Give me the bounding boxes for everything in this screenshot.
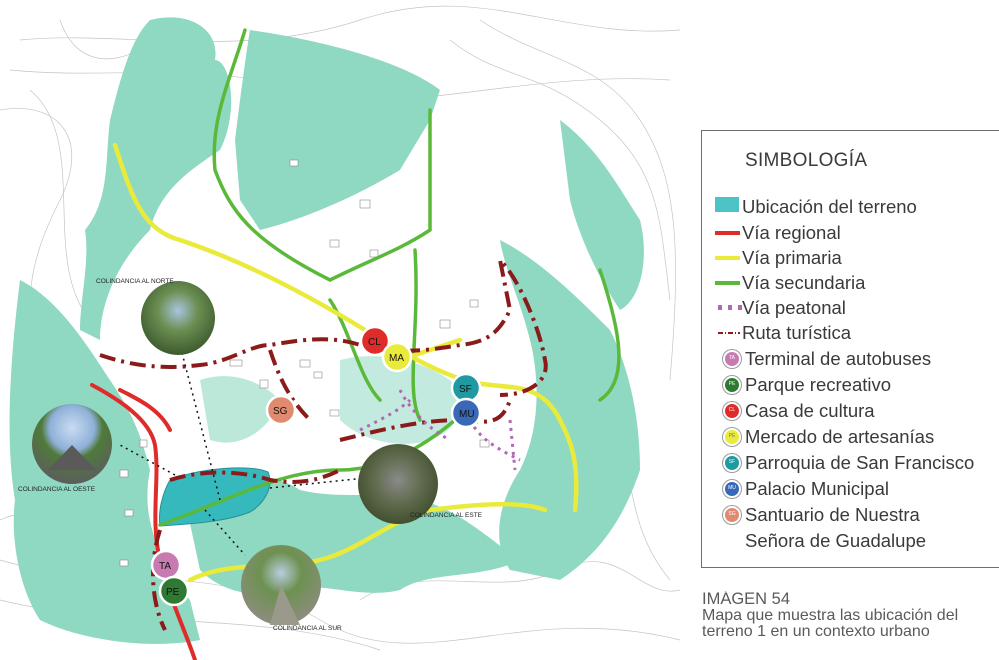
terreno-swatch-icon [715,197,739,212]
legend-title: SIMBOLOGÍA [745,150,868,171]
svg-text:MA: MA [389,353,404,364]
photo-sur: COLINDANCIA AL SUR [241,545,342,632]
parque-poi-icon: PE [723,376,741,394]
legend-item-via-regional: Vía regional [702,221,999,245]
photo-label-este: COLINDANCIA AL ESTE [410,512,483,519]
casa-cultura-poi-icon: CL [723,402,741,420]
poi-sg [265,394,297,426]
dashdot-line-icon [718,332,740,334]
purple-dots-icon [718,305,744,310]
legend-item-mercado: PE Mercado de artesanías [702,425,999,449]
poi-mu [450,397,482,429]
svg-text:SF: SF [459,384,472,395]
legend-item-palacio: MU Palacio Municipal [702,477,999,501]
poi-markers [150,325,482,607]
terreno-area [159,467,271,527]
red-line-icon [715,231,740,235]
photo-label-norte: COLINDANCIA AL NORTE [96,278,174,285]
legend-item-ruta-turistica: Ruta turística [702,321,999,345]
svg-text:SG: SG [273,406,288,417]
photo-label-sur: COLINDANCIA AL SUR [273,625,342,632]
poi-pe [158,575,190,607]
svg-text:MU: MU [459,409,475,420]
photo-label-oeste: COLINDANCIA AL OESTE [18,486,96,493]
yellow-line-icon [715,256,740,260]
poi-codes: CL MA SF MU SG TA PE [159,337,475,598]
legend-item-terminal: TA Terminal de autobuses [702,347,999,371]
caption-text: Mapa que muestra las ubicación del terre… [702,607,959,640]
svg-text:PE: PE [166,587,180,598]
pedestrian-routes [359,389,521,471]
image-caption: IMÁGEN 54 Mapa que muestra las ubicación… [702,591,999,660]
svg-text:TA: TA [159,561,171,572]
legend-item-santuario: SG Santuario de Nuestra [702,503,999,527]
legend-item-via-primaria: Vía primaria [702,246,999,270]
green-zones [9,17,644,644]
legend-item-via-peatonal: Vía peatonal [702,296,999,320]
palacio-poi-icon: MU [723,480,741,498]
santuario-poi-icon: SG [723,506,741,524]
green-line-icon [715,281,740,285]
legend-item-terreno: Ubicación del terreno [702,195,999,219]
legend-item-via-secundaria: Vía secundaria [702,271,999,295]
poi-ma [381,341,413,373]
mercado-poi-icon: PE [723,428,741,446]
regional-roads [90,383,197,660]
parroquia-poi-icon: SF [723,454,741,472]
legend-item-santuario-cont: Señora de Guadalupe [745,530,927,551]
building-blocks [119,159,490,567]
svg-text:CL: CL [368,337,381,348]
legend-item-casa-cultura: CL Casa de cultura [702,399,999,423]
photo-este: COLINDANCIA AL ESTE [358,444,483,524]
sight-lines [119,344,366,556]
caption-number: IMÁGEN 54 [702,591,791,608]
urban-context-map: COLINDANCIA AL NORTE COLINDANCIA AL OEST… [0,5,680,660]
legend-item-parroquia: SF Parroquia de San Francisco [702,451,999,475]
legend-item-parque: PE Parque recreativo [702,373,999,397]
photo-oeste: COLINDANCIA AL OESTE [18,404,112,493]
photo-norte: COLINDANCIA AL NORTE [96,278,215,355]
terminal-poi-icon: TA [723,350,741,368]
legend-panel: SIMBOLOGÍA Ubicación del terreno Vía reg… [701,130,999,568]
poi-cl [359,325,391,357]
